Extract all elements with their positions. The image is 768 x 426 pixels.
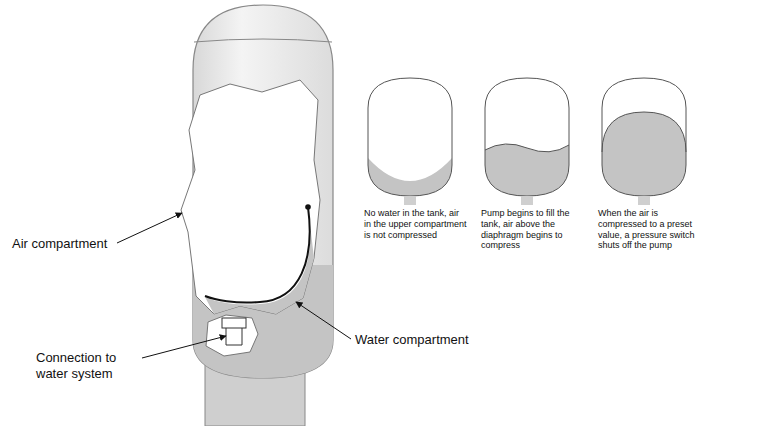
water-compartment xyxy=(205,207,314,314)
connection-fitting xyxy=(222,318,246,328)
callout-label: Water compartment xyxy=(355,332,495,348)
state-caption: No water in the tank, air in the upper c… xyxy=(364,208,468,240)
connection-cutaway xyxy=(206,315,258,356)
callout-label: Air compartment xyxy=(12,236,116,252)
state-caption: Pump begins to fill the tank, air above … xyxy=(481,208,585,251)
tank-state-full xyxy=(602,78,686,205)
callout-label: Connection to water system xyxy=(36,350,140,381)
cutaway xyxy=(181,80,320,314)
leader-line xyxy=(296,302,351,339)
tank-state-filling xyxy=(485,78,569,205)
diaphragm-clamp xyxy=(305,204,311,210)
leader-line xyxy=(117,213,182,243)
tank-seam xyxy=(194,39,332,42)
tank-state-empty xyxy=(368,78,452,205)
leader-line xyxy=(142,336,226,358)
state-caption: When the air is compressed to a preset v… xyxy=(598,208,708,251)
connection-pipe xyxy=(226,328,242,345)
diaphragm xyxy=(205,207,310,303)
